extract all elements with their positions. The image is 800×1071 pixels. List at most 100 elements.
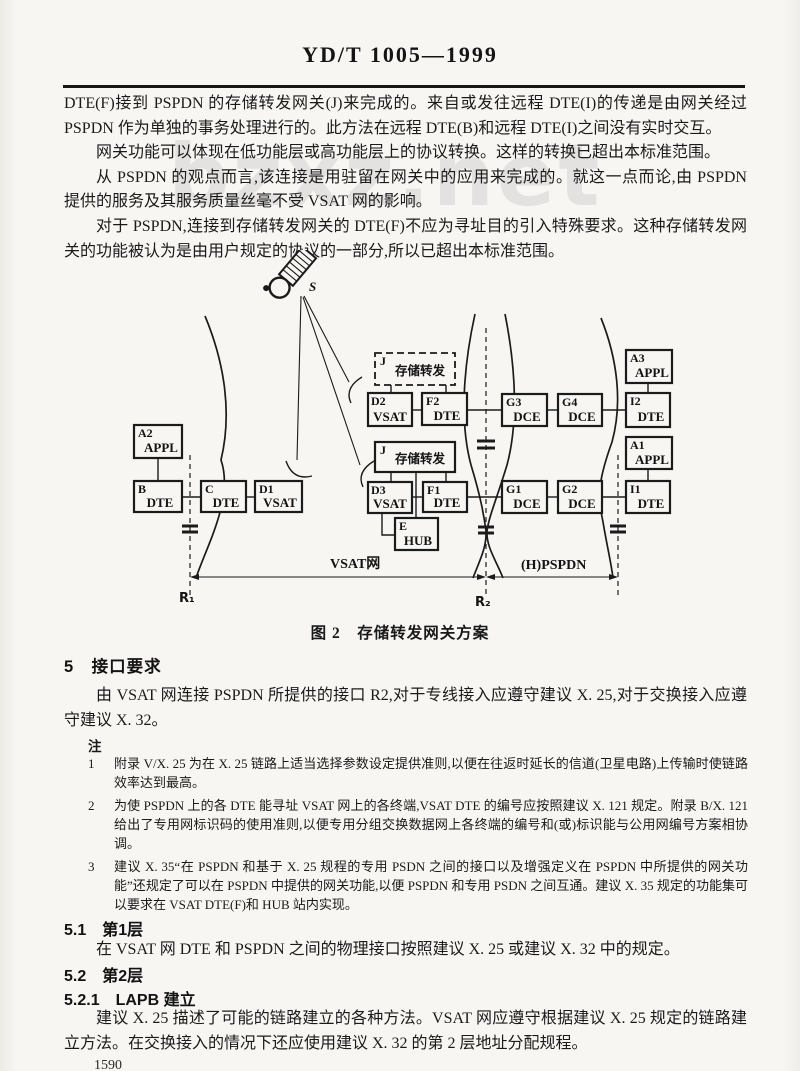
interface-symbol <box>610 524 626 534</box>
svg-text:存储转发: 存储转发 <box>394 451 446 466</box>
node-g3-dce: G3 DCE <box>500 392 549 428</box>
notes-list: 1 附录 V/X. 25 为在 X. 25 链路上适当选择参数设定提供准则,以便… <box>88 754 748 918</box>
store-forward-gateway-diagram: S A2 APPL B DTE C DTE <box>132 245 674 610</box>
node-d3-vsat: D3 VSAT <box>366 480 414 515</box>
svg-text:J: J <box>380 443 386 457</box>
svg-text:存储转发: 存储转发 <box>394 363 446 378</box>
svg-text:I1: I1 <box>630 482 641 496</box>
note-text: 建议 X. 35“在 PSPDN 和基于 X. 25 规程的专用 PSDN 之间… <box>114 859 748 912</box>
svg-text:DTE: DTE <box>638 496 665 511</box>
svg-text:DTE: DTE <box>213 495 240 510</box>
node-a2-appl: A2 APPL <box>132 423 184 460</box>
svg-text:C: C <box>205 482 214 496</box>
section-heading-5-2: 5.2 第2层 <box>64 968 144 985</box>
pspdn-span-line <box>486 574 618 580</box>
note-number: 3 <box>88 859 95 874</box>
note-item: 2 为使 PSPDN 上的各 DTE 能寻址 VSAT 网上的各终端,VSAT … <box>88 796 748 853</box>
node-d1-vsat: D1 VSAT <box>253 479 304 514</box>
section-heading-5: 5 接口要求 <box>64 658 162 676</box>
intro-paragraphs: DTE(F)接到 PSPDN 的存储转发网关(J)来完成的。来自或发往远程 DT… <box>64 92 747 264</box>
svg-text:DTE: DTE <box>147 495 174 510</box>
svg-text:APPL: APPL <box>144 440 178 455</box>
svg-text:A1: A1 <box>630 438 645 452</box>
note-item: 3 建议 X. 35“在 PSPDN 和基于 X. 25 规程的专用 PSDN … <box>88 857 748 914</box>
interface-symbol <box>478 525 494 535</box>
section-heading-5-2-1: 5.2.1 LAPB 建立 <box>64 992 196 1009</box>
svg-text:F1: F1 <box>427 483 440 497</box>
header-rule <box>63 85 745 88</box>
note-number: 1 <box>88 756 95 771</box>
r1-label: R₁ <box>179 591 195 606</box>
note-text: 为使 PSPDN 上的各 DTE 能寻址 VSAT 网上的各终端,VSAT DT… <box>114 798 748 851</box>
pspdn-region-label: (H)PSPDN <box>521 558 586 573</box>
note-item: 1 附录 V/X. 25 为在 X. 25 链路上适当选择参数设定提供准则,以便… <box>88 754 748 792</box>
svg-text:G2: G2 <box>562 482 577 496</box>
pspdn-cloud-right-boundary <box>598 317 619 579</box>
vsat-cloud-right-boundary <box>463 313 487 579</box>
svg-text:I2: I2 <box>630 394 641 408</box>
svg-text:VSAT: VSAT <box>263 495 297 510</box>
satellite-beam <box>303 295 350 383</box>
node-f1-dte: F1 DTE <box>421 480 469 514</box>
note-number: 2 <box>88 798 95 813</box>
interface-symbol <box>182 524 198 534</box>
svg-text:D1: D1 <box>259 482 274 496</box>
node-d2-vsat: D2 VSAT <box>366 391 414 428</box>
page-number: 1590 <box>94 1058 122 1071</box>
dish-antenna-icon <box>348 376 363 404</box>
node-a3-appl: A3 APPL <box>624 348 674 385</box>
section-heading-5-1: 5.1 第1层 <box>64 922 144 939</box>
svg-text:DCE: DCE <box>568 409 595 424</box>
standard-code: YD/T 1005—1999 <box>302 42 498 67</box>
satellite-beam <box>302 296 361 466</box>
note-text: 附录 V/X. 25 为在 X. 25 链路上适当选择参数设定提供准则,以便在往… <box>114 756 748 790</box>
node-g2-dce: G2 DCE <box>556 479 604 515</box>
section-5-2-1-body: 建议 X. 25 描述了可能的链路建立的各种方法。VSAT 网应遵守根据建议 X… <box>64 1010 747 1052</box>
satellite-beam <box>296 295 302 461</box>
node-g1-dce: G1 DCE <box>500 479 549 515</box>
vsat-span-line <box>190 574 486 580</box>
link-d3-hub <box>381 513 395 536</box>
satellite-icon: S <box>263 245 318 299</box>
svg-text:DTE: DTE <box>434 495 461 510</box>
svg-text:APPL: APPL <box>635 365 669 380</box>
paragraph-continuation: DTE(F)接到 PSPDN 的存储转发网关(J)来完成的。来自或发往远程 DT… <box>64 95 747 137</box>
node-c-dte: C DTE <box>199 479 248 514</box>
svg-text:DTE: DTE <box>434 408 461 423</box>
paragraph: 从 PSPDN 的观点而言,该连接是用驻留在网关中的应用来完成的。就这一点而论,… <box>64 168 747 211</box>
vsat-region-label: VSAT网 <box>330 556 380 572</box>
node-a1-appl: A1 APPL <box>624 435 674 471</box>
notes-label: 注 <box>88 739 102 754</box>
svg-text:G3: G3 <box>506 395 521 409</box>
section-5-intro: 由 VSAT 网连接 PSPDN 所提供的接口 R2,对于专线接入应遵守建议 X… <box>64 687 747 729</box>
node-j-store-forward: J 存储转发 <box>373 440 457 474</box>
svg-text:F2: F2 <box>426 394 439 408</box>
figure-2-diagram: S A2 APPL B DTE C DTE <box>0 245 800 622</box>
svg-text:VSAT: VSAT <box>373 496 407 511</box>
node-j-store-forward-dashed: J 存储转发 <box>374 352 456 386</box>
svg-text:DCE: DCE <box>513 496 540 511</box>
svg-text:A3: A3 <box>630 351 645 365</box>
svg-text:E: E <box>399 519 407 533</box>
pspdn-cloud-left-boundary <box>486 313 516 579</box>
interface-symbol <box>477 439 495 450</box>
node-e-hub: E HUB <box>393 516 440 552</box>
svg-text:G1: G1 <box>506 482 521 496</box>
figure-caption: 图 2 存储转发网关方案 <box>310 625 490 642</box>
svg-text:DCE: DCE <box>568 496 595 511</box>
svg-text:HUB: HUB <box>404 533 433 548</box>
svg-text:B: B <box>138 482 146 496</box>
svg-text:D3: D3 <box>371 483 386 497</box>
r2-label: R₂ <box>475 595 491 610</box>
node-b-dte: B DTE <box>132 479 184 514</box>
svg-text:APPL: APPL <box>635 452 669 467</box>
svg-text:J: J <box>380 354 386 368</box>
dish-antenna-icon <box>285 460 313 478</box>
watermark: bzxz.net <box>168 126 603 226</box>
svg-text:D2: D2 <box>371 394 386 408</box>
svg-text:VSAT: VSAT <box>373 409 407 424</box>
svg-text:DTE: DTE <box>638 409 665 424</box>
dish-antenna-icon <box>360 460 375 488</box>
node-i1-dte: I1 DTE <box>624 479 672 515</box>
